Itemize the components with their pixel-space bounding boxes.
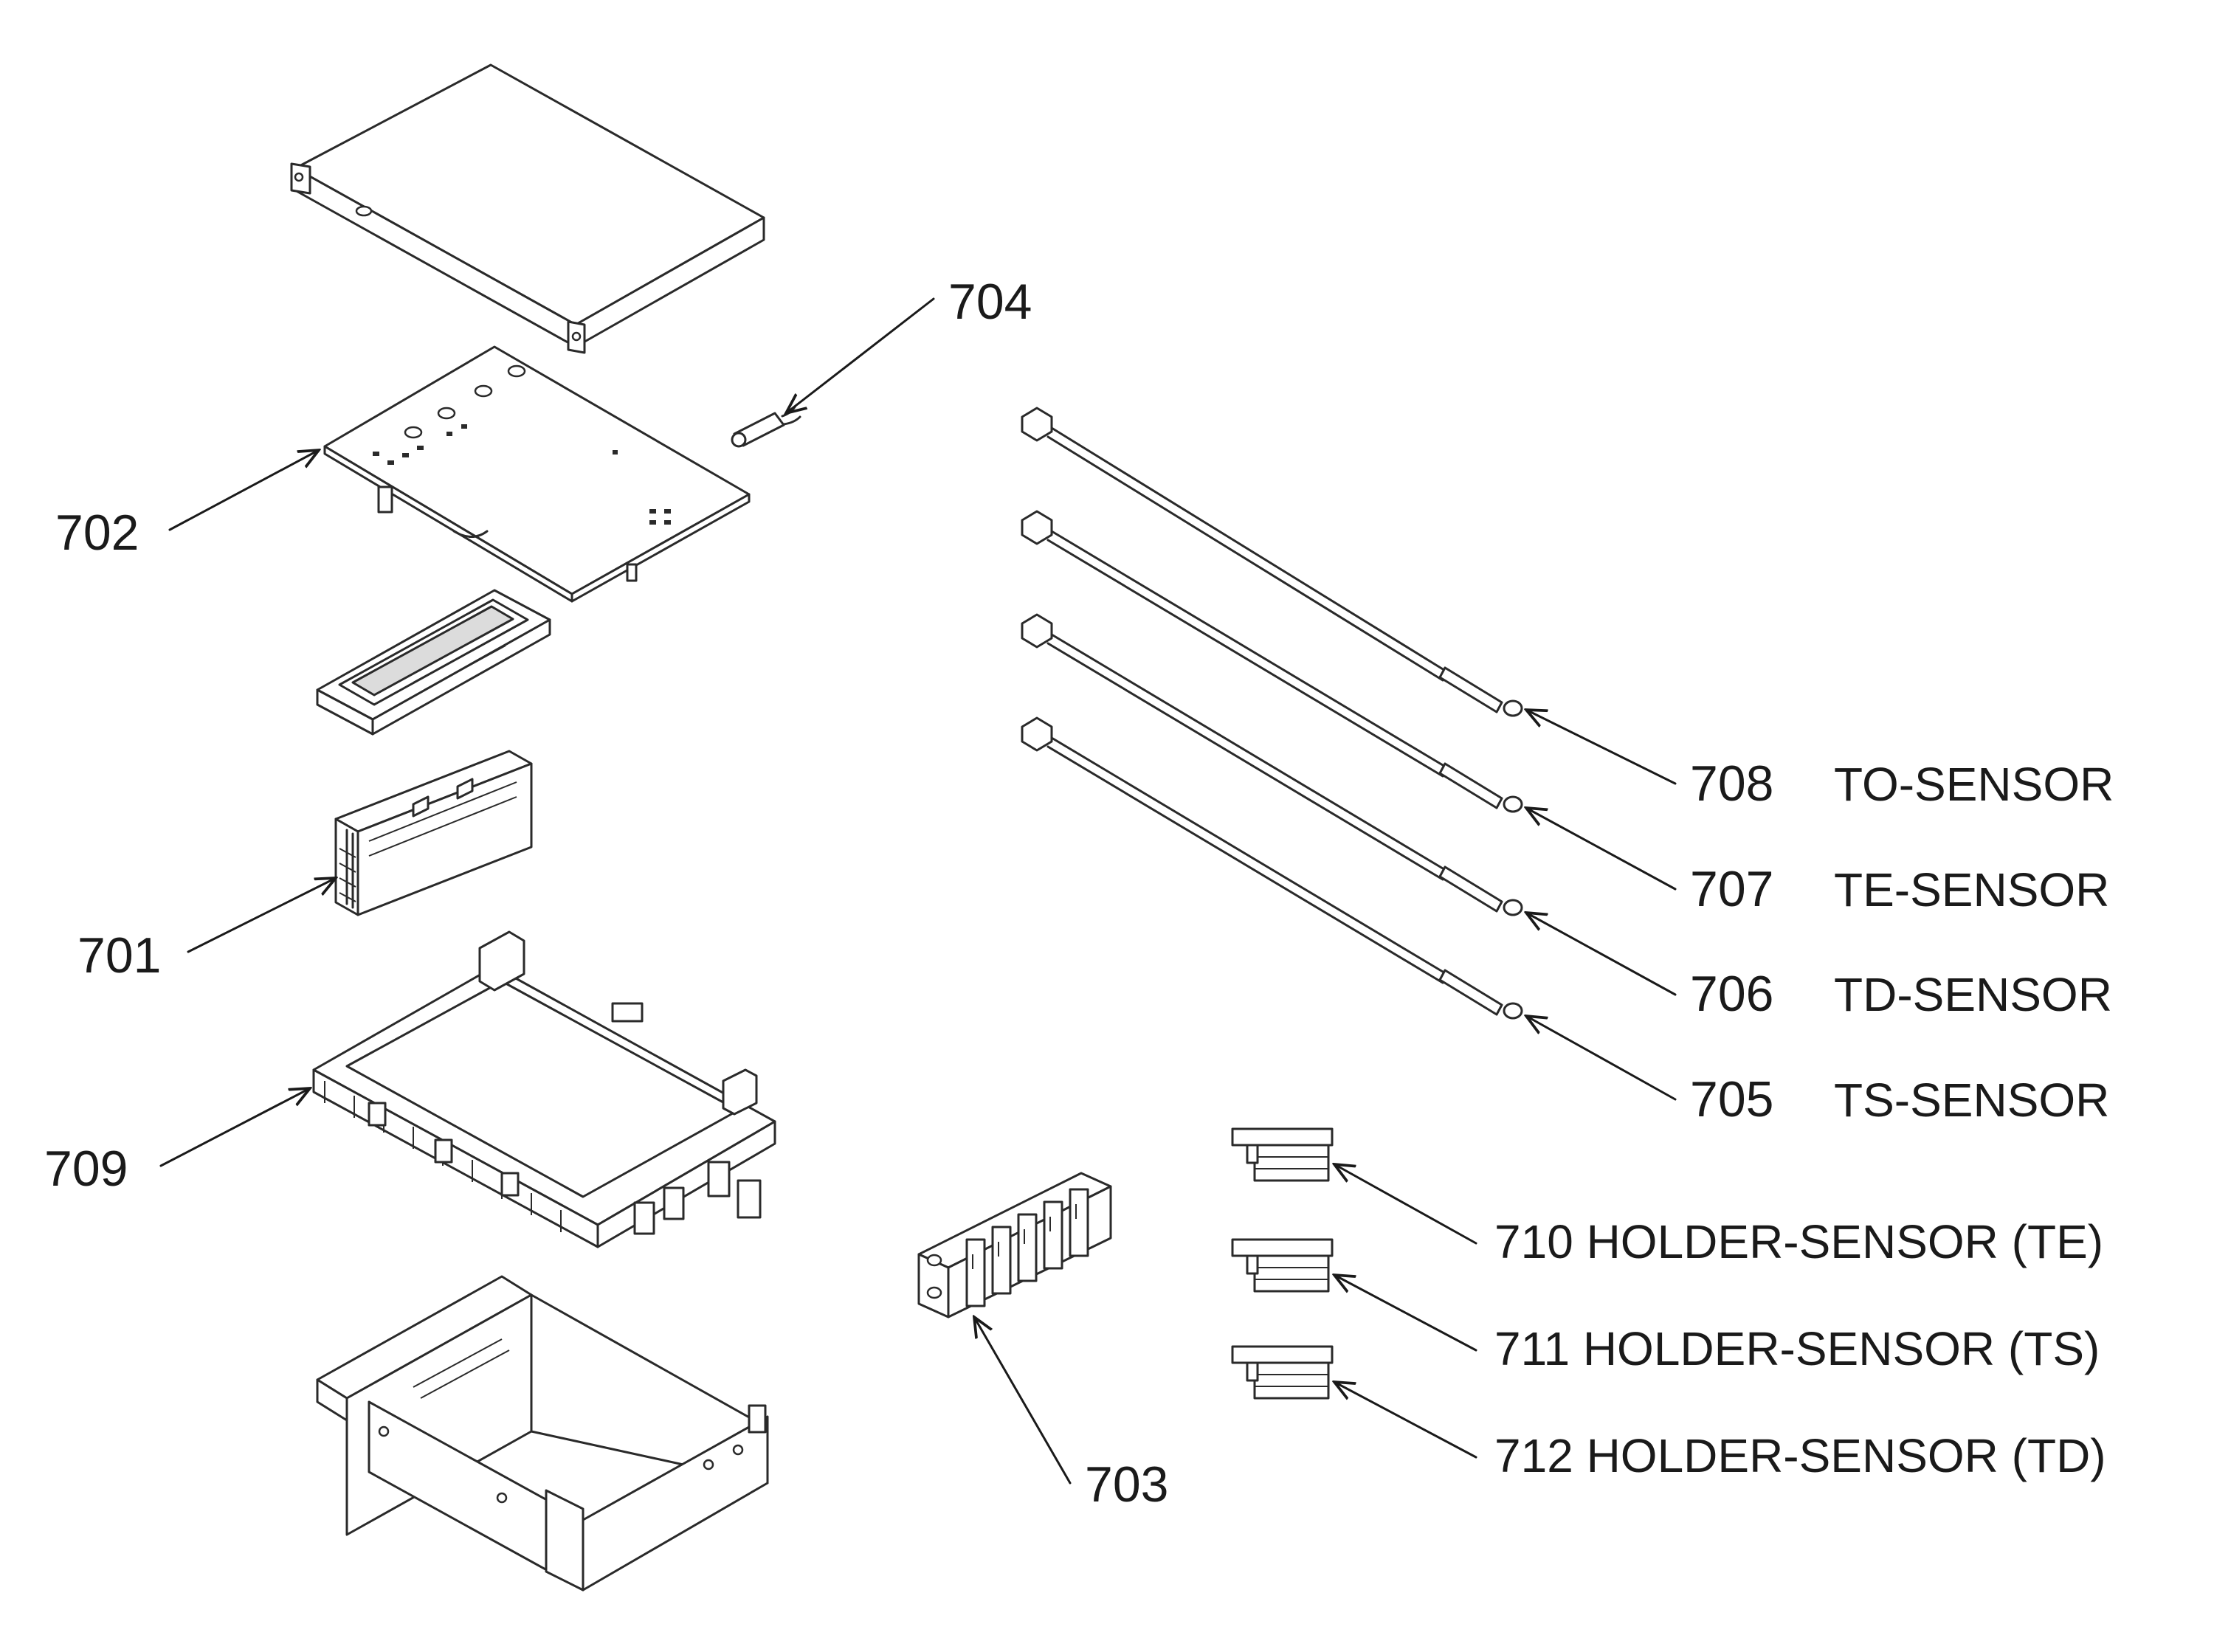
label-706: 706 bbox=[1690, 966, 1773, 1022]
holder-710 bbox=[1231, 1127, 1334, 1182]
label-holder-712: 712 HOLDER-SENSOR (TD) bbox=[1494, 1429, 2106, 1482]
holder-712 bbox=[1231, 1345, 1334, 1400]
base-tray bbox=[316, 1275, 769, 1591]
sensor-probe-707 bbox=[1021, 510, 1523, 813]
sensor-probe-708 bbox=[1021, 407, 1523, 717]
leader-712 bbox=[1334, 1382, 1477, 1459]
label-holder-710: 710 HOLDER-SENSOR (TE) bbox=[1494, 1215, 2103, 1268]
heatsink-701 bbox=[334, 750, 533, 916]
leader-711 bbox=[1334, 1275, 1477, 1352]
leader-lines bbox=[159, 297, 1677, 1485]
label-holder-711: 711 HOLDER-SENSOR (TS) bbox=[1494, 1322, 2100, 1375]
leader-709 bbox=[159, 1088, 310, 1167]
labels: 702 704 701 709 703 708 TO-SENSOR 707 TE… bbox=[44, 274, 2114, 1513]
leader-705 bbox=[1526, 1016, 1677, 1101]
leader-702 bbox=[168, 450, 319, 531]
leader-703 bbox=[974, 1317, 1072, 1485]
label-708: 708 bbox=[1690, 756, 1773, 812]
label-704: 704 bbox=[948, 274, 1032, 330]
leader-707 bbox=[1526, 808, 1677, 891]
sensor-probe-705 bbox=[1021, 716, 1523, 1020]
label-701: 701 bbox=[77, 927, 161, 984]
label-to-sensor: TO-SENSOR bbox=[1834, 758, 2114, 811]
label-te-sensor: TE-SENSOR bbox=[1834, 863, 2109, 916]
label-ts-sensor: TS-SENSOR bbox=[1834, 1074, 2109, 1127]
leader-706 bbox=[1526, 913, 1677, 996]
label-709: 709 bbox=[44, 1141, 128, 1197]
leader-701 bbox=[187, 878, 336, 953]
label-td-sensor: TD-SENSOR bbox=[1834, 968, 2112, 1021]
sensor-probe-706 bbox=[1021, 613, 1523, 916]
display-bezel bbox=[316, 589, 551, 736]
leader-708 bbox=[1526, 710, 1677, 785]
holder-711 bbox=[1231, 1238, 1334, 1293]
top-cover bbox=[290, 63, 765, 354]
sensor-704 bbox=[731, 404, 801, 448]
pcb-702 bbox=[323, 345, 751, 603]
label-703: 703 bbox=[1085, 1456, 1168, 1513]
label-705: 705 bbox=[1690, 1071, 1773, 1127]
label-702: 702 bbox=[55, 505, 139, 561]
leader-704 bbox=[786, 297, 935, 413]
label-707: 707 bbox=[1690, 861, 1773, 917]
terminal-block-703 bbox=[917, 1172, 1112, 1319]
frame-709 bbox=[312, 930, 776, 1248]
leader-710 bbox=[1334, 1164, 1477, 1245]
